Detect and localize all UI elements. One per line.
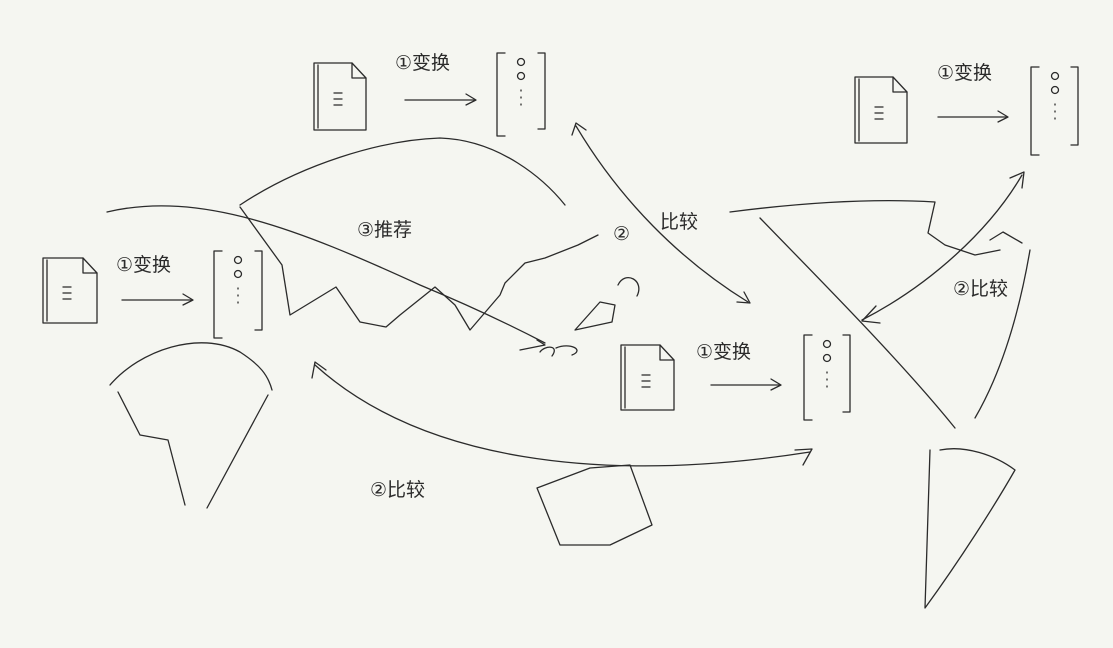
doc-icon-bottom-middle [620, 344, 675, 411]
fan-shape-left [109, 342, 273, 391]
arc-recommend-top [239, 137, 566, 206]
line-right-down [974, 249, 1031, 419]
label-recommend: ③推荐 [357, 219, 412, 241]
label-convert-top-middle: ①变换 [395, 52, 450, 74]
line-diagonal-cross [759, 217, 956, 429]
fan-shape-left-right [206, 394, 269, 509]
scribble-center-3 [617, 277, 640, 297]
label-convert-bottom-middle: ①变换 [696, 341, 751, 363]
fan-shape-left-side [117, 391, 186, 506]
label-convert-top-right: ①变换 [937, 62, 992, 84]
arrowhead-compare-bottom [736, 291, 751, 304]
arrowhead-compare-top [571, 122, 587, 136]
line-recommend-left [106, 205, 546, 344]
vector-bracket-left [213, 250, 263, 339]
vector-bracket-bottom-middle [803, 334, 851, 421]
arrow-convert-bottom-middle [710, 378, 782, 391]
arrowhead-recommend [519, 339, 546, 351]
vector-bracket-top-middle [496, 52, 546, 137]
label-convert-left: ①变换 [116, 254, 171, 276]
line-compare-right [729, 199, 1001, 256]
doc-icon-top-right [854, 76, 908, 144]
arrow-compare-top-to-bottom [575, 125, 749, 303]
label-step2-middle: ② [613, 223, 630, 245]
arrow-convert-top-right [937, 110, 1009, 123]
arrowhead-right-bottom [861, 305, 881, 324]
arrowhead-right-top [1009, 171, 1025, 189]
wedge-bottom-right [924, 448, 1016, 609]
arc-compare-bottom [314, 364, 811, 467]
label-compare-middle: 比较 [660, 211, 698, 233]
doc-icon-top-middle [313, 62, 367, 131]
arrow-convert-top-middle [404, 93, 477, 106]
scribble-center-1 [539, 345, 578, 357]
arrow-convert-left [121, 293, 194, 306]
arrow-compare-right [861, 174, 1023, 321]
label-compare-right: ②比较 [953, 278, 1008, 300]
zigzag-wave [239, 206, 599, 331]
line-right-cross [989, 231, 1023, 244]
label-compare-bottom: ②比较 [370, 479, 425, 501]
doc-icon-left [42, 257, 98, 324]
arrowhead-bottom-right [794, 448, 813, 466]
arrowhead-bottom-left [311, 361, 327, 379]
scribble-center-2 [574, 301, 616, 331]
vector-bracket-top-right [1030, 66, 1079, 156]
scribble-quad-bottom [536, 464, 653, 546]
